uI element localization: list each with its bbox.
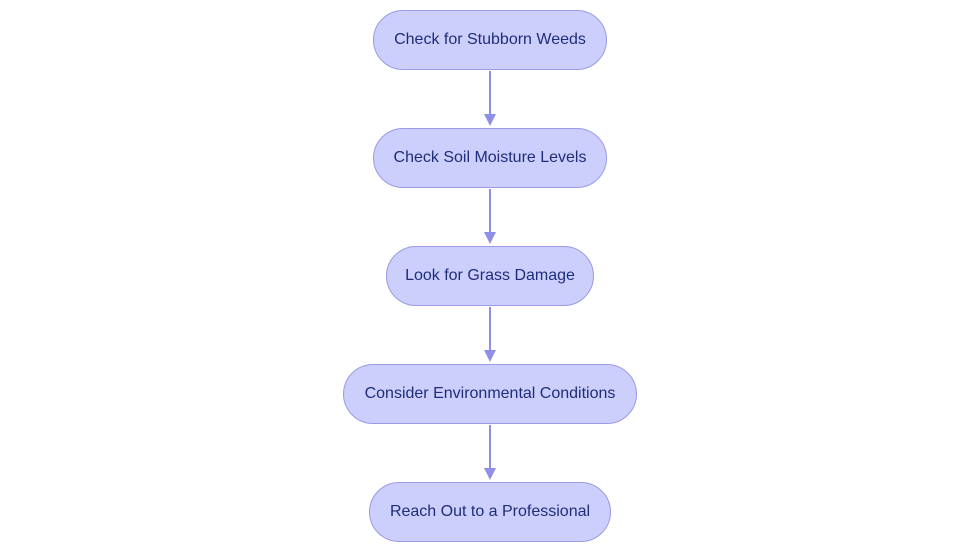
- node-label: Reach Out to a Professional: [389, 503, 591, 520]
- flow-node-reach-professional: Reach Out to a Professional: [369, 482, 611, 542]
- edge-n2-n3: [484, 189, 496, 244]
- node-label: Check Soil Moisture Levels: [393, 149, 587, 166]
- edge-n3-n4: [484, 307, 496, 362]
- node-label: Look for Grass Damage: [405, 267, 575, 284]
- flow-node-check-soil-moisture: Check Soil Moisture Levels: [373, 128, 607, 188]
- node-label: Consider Environmental Conditions: [364, 385, 616, 402]
- flow-node-environmental-conditions: Consider Environmental Conditions: [343, 364, 637, 424]
- arrowhead-icon: [484, 114, 496, 126]
- flow-node-grass-damage: Look for Grass Damage: [386, 246, 594, 306]
- node-label: Check for Stubborn Weeds: [394, 31, 586, 48]
- arrowhead-icon: [484, 350, 496, 362]
- arrowhead-icon: [484, 232, 496, 244]
- edge-n4-n5: [484, 425, 496, 480]
- arrowhead-icon: [484, 468, 496, 480]
- flow-node-check-weeds: Check for Stubborn Weeds: [373, 10, 607, 70]
- edge-n1-n2: [484, 71, 496, 126]
